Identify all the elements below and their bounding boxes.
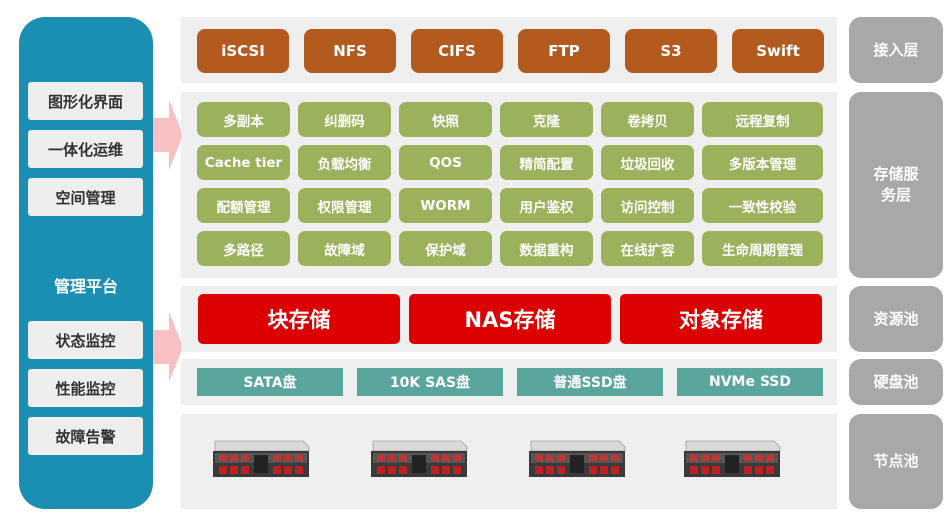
service-item[interactable]: 多路径 <box>197 231 290 266</box>
server-rack-icon <box>529 440 626 477</box>
service-item[interactable]: 在线扩容 <box>601 231 694 266</box>
access-layer-panel <box>181 17 837 83</box>
layer-resource-pool: 资源池 <box>849 286 943 352</box>
disk-nvme[interactable]: NVMe SSD <box>677 368 823 396</box>
service-item[interactable]: 权限管理 <box>298 188 391 223</box>
service-item[interactable]: 一致性校验 <box>702 188 823 223</box>
service-item[interactable]: 用户鉴权 <box>500 188 593 223</box>
server-rack-icon <box>371 440 468 477</box>
mgmt-item-performance[interactable]: 性能监控 <box>28 369 143 407</box>
storage-nas[interactable]: NAS存储 <box>409 294 611 344</box>
mgmt-item-status[interactable]: 状态监控 <box>28 321 143 359</box>
protocol-ftp[interactable]: FTP <box>518 29 610 73</box>
service-item[interactable]: 垃圾回收 <box>601 145 694 180</box>
service-item[interactable]: 快照 <box>399 102 492 137</box>
protocol-cifs[interactable]: CIFS <box>411 29 503 73</box>
layer-storage-service: 存储服 务层 <box>849 92 943 278</box>
mgmt-item-space[interactable]: 空间管理 <box>28 178 143 216</box>
service-item[interactable]: 远程复制 <box>702 102 823 137</box>
mgmt-item-gui[interactable]: 图形化界面 <box>28 82 143 120</box>
service-item[interactable]: 多版本管理 <box>702 145 823 180</box>
service-item[interactable]: WORM <box>399 188 492 223</box>
service-item[interactable]: 多副本 <box>197 102 290 137</box>
service-item[interactable]: 精简配置 <box>500 145 593 180</box>
protocol-nfs[interactable]: NFS <box>304 29 396 73</box>
service-item[interactable]: 负载均衡 <box>298 145 391 180</box>
disk-ssd[interactable]: 普通SSD盘 <box>517 368 663 396</box>
service-item[interactable]: 保护域 <box>399 231 492 266</box>
mgmt-item-alarm[interactable]: 故障告警 <box>28 417 143 455</box>
service-item[interactable]: 生命周期管理 <box>702 231 823 266</box>
server-rack-icon <box>684 440 781 477</box>
management-platform: 图形化界面 一体化运维 空间管理 管理平台 状态监控 性能监控 故障告警 <box>19 17 153 509</box>
service-item[interactable]: 数据重构 <box>500 231 593 266</box>
service-item[interactable]: QOS <box>399 145 492 180</box>
management-title: 管理平台 <box>53 277 118 296</box>
protocol-s3[interactable]: S3 <box>625 29 717 73</box>
disk-sata[interactable]: SATA盘 <box>197 368 343 396</box>
service-item[interactable]: 配额管理 <box>197 188 290 223</box>
mgmt-item-ops[interactable]: 一体化运维 <box>28 130 143 168</box>
protocol-swift[interactable]: Swift <box>732 29 824 73</box>
service-item[interactable]: 纠删码 <box>298 102 391 137</box>
arrow-right-icon <box>153 312 183 382</box>
arrow-right-icon <box>153 100 183 170</box>
storage-block[interactable]: 块存储 <box>198 294 400 344</box>
service-item[interactable]: 克隆 <box>500 102 593 137</box>
protocol-iscsi[interactable]: iSCSI <box>197 29 289 73</box>
server-rack-icon <box>213 440 310 477</box>
service-item[interactable]: 卷拷贝 <box>601 102 694 137</box>
layer-disk-pool: 硬盘池 <box>849 359 943 405</box>
disk-sas[interactable]: 10K SAS盘 <box>357 368 503 396</box>
storage-object[interactable]: 对象存储 <box>620 294 822 344</box>
layer-node-pool: 节点池 <box>849 414 943 509</box>
service-item[interactable]: 访问控制 <box>601 188 694 223</box>
layer-access: 接入层 <box>849 17 943 83</box>
service-item[interactable]: Cache tier <box>197 145 290 180</box>
service-item[interactable]: 故障域 <box>298 231 391 266</box>
